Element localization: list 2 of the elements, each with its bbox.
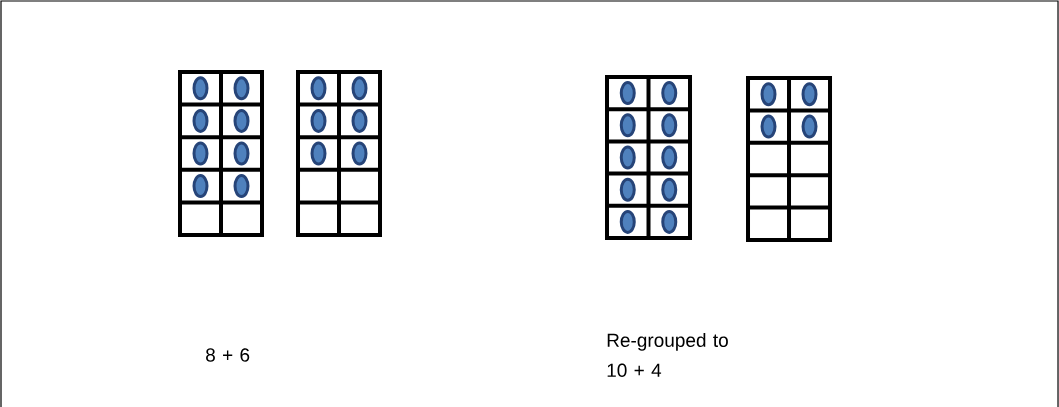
caption-text: Re-grouped to 10 + 4 <box>607 333 728 377</box>
caption-text: 8 + 6 <box>206 348 250 362</box>
